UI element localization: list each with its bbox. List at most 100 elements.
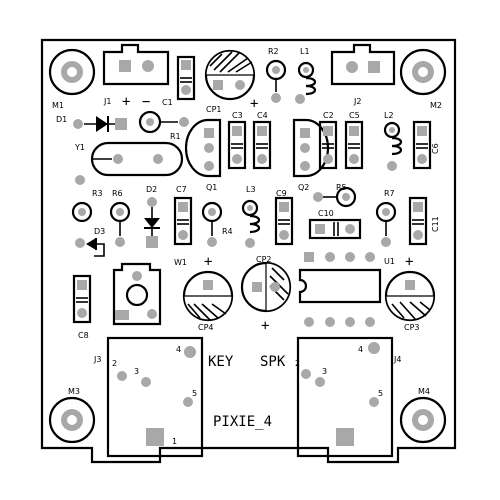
- label-c4: C4: [257, 111, 268, 120]
- label-m3: M3: [68, 387, 80, 396]
- board-title: PIXIE_4: [213, 414, 272, 430]
- label-l2: L2: [384, 111, 394, 120]
- diode-d1: [73, 116, 127, 132]
- label-u1: U1: [384, 257, 395, 266]
- capacitor-c5: [344, 120, 364, 170]
- label-r3: R3: [92, 189, 103, 198]
- label-c11: C11: [431, 216, 440, 232]
- capacitor-c8: [72, 274, 92, 324]
- mounting-hole-m4: [399, 396, 447, 444]
- mounting-hole-m3: [48, 396, 96, 444]
- label-l1: L1: [300, 47, 310, 56]
- label-d3: D3: [94, 227, 105, 236]
- label-r5: R5: [336, 183, 347, 192]
- transistor-q1: [184, 118, 222, 178]
- label-c8: C8: [78, 331, 89, 340]
- label-m1: M1: [52, 101, 64, 110]
- label-cp3-plus: +: [405, 254, 413, 270]
- capacitor-c1: [176, 55, 196, 101]
- label-cp4-plus: +: [204, 254, 212, 270]
- label-r4: R4: [222, 227, 233, 236]
- connector-j1: [102, 43, 170, 86]
- resistor-r6: [109, 201, 131, 247]
- label-d2: D2: [146, 185, 157, 194]
- j3-pin-2: 2: [112, 359, 117, 368]
- label-j4: J4: [393, 355, 401, 364]
- capacitor-c7: [173, 196, 193, 246]
- j4-pin-5: 5: [378, 389, 383, 398]
- connector-j2: [330, 43, 396, 86]
- label-l3: L3: [246, 185, 256, 194]
- diode-d2: [144, 197, 160, 248]
- capacitor-c4: [252, 120, 272, 170]
- label-c9: C9: [276, 189, 287, 198]
- label-r7: R7: [384, 189, 395, 198]
- capacitor-c6: [412, 120, 432, 170]
- capacitor-cp1: [204, 49, 256, 101]
- label-m4: M4: [418, 387, 430, 396]
- label-cp1-plus: +: [250, 96, 258, 112]
- board-outline: [40, 38, 457, 464]
- capacitor-cp3: [384, 270, 436, 322]
- label-r1: R1: [170, 132, 181, 141]
- label-key: KEY: [208, 354, 234, 370]
- resistor-r7: [375, 201, 397, 247]
- label-c10: C10: [318, 209, 334, 218]
- j3-pin-5: 5: [192, 389, 197, 398]
- label-r6: R6: [112, 189, 123, 198]
- resistor-r2: [265, 59, 287, 103]
- label-c5: C5: [349, 111, 360, 120]
- crystal-y1: [90, 141, 184, 177]
- j3-pin-4: 4: [176, 345, 181, 354]
- resistor-r3: [71, 201, 93, 223]
- label-m2: M2: [430, 101, 442, 110]
- j3-pin-1: 1: [172, 437, 177, 446]
- jack-j3: [106, 336, 204, 458]
- label-cp3: CP3: [404, 323, 420, 332]
- ic-u1: [298, 252, 382, 327]
- capacitor-c9: [274, 196, 294, 246]
- capacitor-c2: [318, 120, 338, 170]
- label-w1: W1: [174, 258, 187, 267]
- label-j2: J2: [353, 97, 361, 106]
- label-c7: C7: [176, 185, 187, 194]
- inductor-l1: [295, 61, 317, 104]
- label-spk: SPK: [260, 354, 286, 370]
- label-c3: C3: [232, 111, 243, 120]
- label-minus: −: [142, 94, 150, 110]
- capacitor-c11: [408, 196, 428, 246]
- label-r2: R2: [268, 47, 279, 56]
- transistor-q2: [292, 118, 330, 178]
- resistor-r4: [201, 201, 223, 247]
- j4-pin-4: 4: [358, 345, 363, 354]
- capacitor-c10: [308, 218, 362, 240]
- j3-pin-3: 3: [134, 367, 139, 376]
- label-cp4: CP4: [198, 323, 214, 332]
- resistor-r5: [313, 186, 357, 208]
- inductor-l3: [241, 199, 261, 248]
- j4-pin-3: 3: [322, 367, 327, 376]
- capacitor-cp2: [240, 261, 292, 313]
- label-plus: +: [122, 94, 130, 110]
- capacitor-c3: [227, 120, 247, 170]
- trimmer-w1: [112, 262, 162, 326]
- resistor-r1: [138, 110, 189, 134]
- jack-j4: [296, 336, 394, 458]
- label-j3: J3: [93, 355, 101, 364]
- mounting-hole-m2: [399, 48, 447, 96]
- capacitor-cp4: [182, 270, 234, 322]
- mounting-hole-m1: [48, 48, 96, 96]
- label-cp2-plus: +: [261, 318, 269, 334]
- inductor-l2: [383, 121, 403, 171]
- diode-d3: [75, 238, 105, 257]
- label-j1: J1: [103, 97, 111, 106]
- label-c1: C1: [162, 98, 173, 107]
- label-c2: C2: [323, 111, 334, 120]
- label-cp2: CP2: [256, 255, 272, 264]
- label-y1: Y1: [74, 143, 85, 152]
- label-c6: C6: [431, 143, 440, 154]
- label-q2: Q2: [298, 183, 309, 192]
- j4-pin-2: 2: [295, 359, 300, 368]
